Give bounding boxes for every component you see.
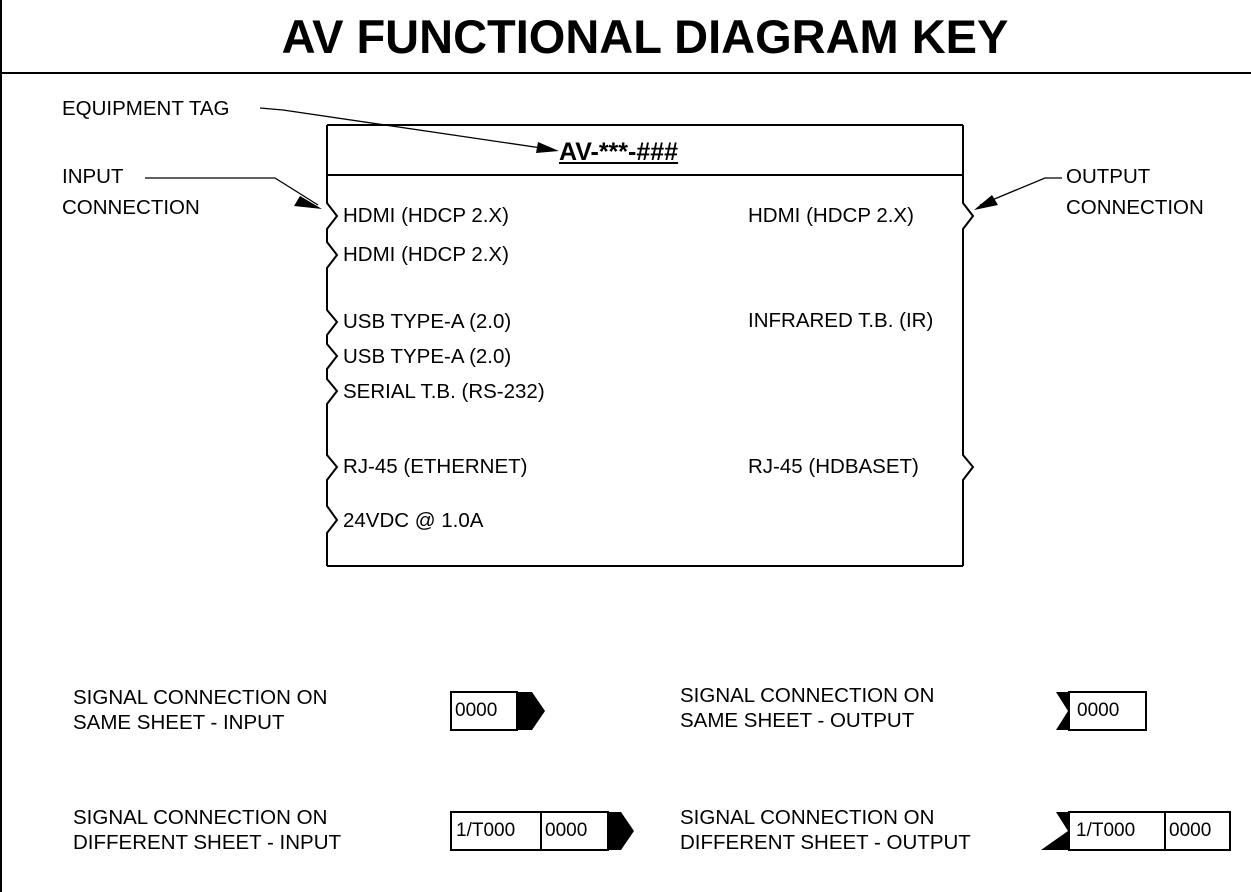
- output-connection-callout-line1: OUTPUT: [1066, 165, 1151, 188]
- output-connection-arrowhead: [974, 195, 998, 210]
- input-port-label: HDMI (HDCP 2.X): [343, 243, 509, 266]
- output-connection-leader: [979, 177, 1062, 206]
- legend-diff-input-label-line2: DIFFERENT SHEET - INPUT: [73, 831, 342, 854]
- output-port-label: RJ-45 (HDBASET): [748, 455, 919, 478]
- legend-same-input-label-line2: SAME SHEET - INPUT: [73, 711, 285, 734]
- input-port-label: HDMI (HDCP 2.X): [343, 204, 509, 227]
- legend-diff-output-signal-number: 0000: [1169, 820, 1212, 841]
- equipment-tag: AV-***-###: [559, 138, 679, 166]
- equipment-tag-callout: EQUIPMENT TAG: [62, 97, 230, 120]
- legend-same-output-signal-number: 0000: [1077, 700, 1120, 721]
- legend-diff-input-signal-number: 0000: [545, 820, 588, 841]
- legend-diff-output-label-line1: SIGNAL CONNECTION ON: [680, 806, 935, 829]
- legend-symbols: [450, 691, 1231, 851]
- device-block: [326, 124, 975, 567]
- output-port-label: HDMI (HDCP 2.X): [748, 204, 914, 227]
- output-port-label: INFRARED T.B. (IR): [748, 309, 934, 332]
- legend-diff-output-signal-box: [1164, 811, 1231, 851]
- legend-same-input-signal-number: 0000: [455, 700, 498, 721]
- input-connection-arrowhead: [294, 196, 322, 209]
- input-port-label: SERIAL T.B. (RS-232): [343, 380, 545, 403]
- legend-same-input-label-line1: SIGNAL CONNECTION ON: [73, 686, 328, 709]
- legend-diff-output-sheet-ref: 1/T000: [1076, 820, 1136, 841]
- legend-diff-input-sheet-ref: 1/T000: [456, 820, 516, 841]
- legend-diff-output-notch: [1041, 812, 1073, 850]
- legend-same-output-box: [1068, 691, 1147, 731]
- input-port-label: USB TYPE-A (2.0): [343, 345, 512, 368]
- input-port-label: 24VDC @ 1.0A: [343, 509, 484, 532]
- legend-diff-output-label-line2: DIFFERENT SHEET - OUTPUT: [680, 831, 971, 854]
- legend-same-output-label-line1: SIGNAL CONNECTION ON: [680, 684, 935, 707]
- legend-diff-input-arrow: [608, 812, 634, 850]
- legend-diff-input-sheet-box: [450, 811, 542, 851]
- legend-same-input-box: [450, 691, 518, 731]
- equipment-tag-arrowhead: [536, 142, 559, 153]
- input-connection-callout-line2: CONNECTION: [62, 196, 200, 219]
- input-connection-callout-line1: INPUT: [62, 165, 124, 188]
- equipment-tag-leader: [259, 107, 556, 151]
- device-right-edge-output-chevrons: [962, 175, 975, 566]
- input-port-label: USB TYPE-A (2.0): [343, 310, 512, 333]
- output-connection-callout-line2: CONNECTION: [1066, 196, 1204, 219]
- input-port-label: RJ-45 (ETHERNET): [343, 455, 528, 478]
- legend-same-input-arrow: [518, 692, 545, 730]
- legend-same-output-label-line2: SAME SHEET - OUTPUT: [680, 709, 915, 732]
- legend-diff-input-signal-box: [540, 811, 609, 851]
- legend-diff-input-label-line1: SIGNAL CONNECTION ON: [73, 806, 328, 829]
- device-left-edge-input-chevrons: [326, 175, 339, 566]
- input-connection-leader: [145, 177, 319, 206]
- diagram-title: AV FUNCTIONAL DIAGRAM KEY: [281, 10, 1009, 63]
